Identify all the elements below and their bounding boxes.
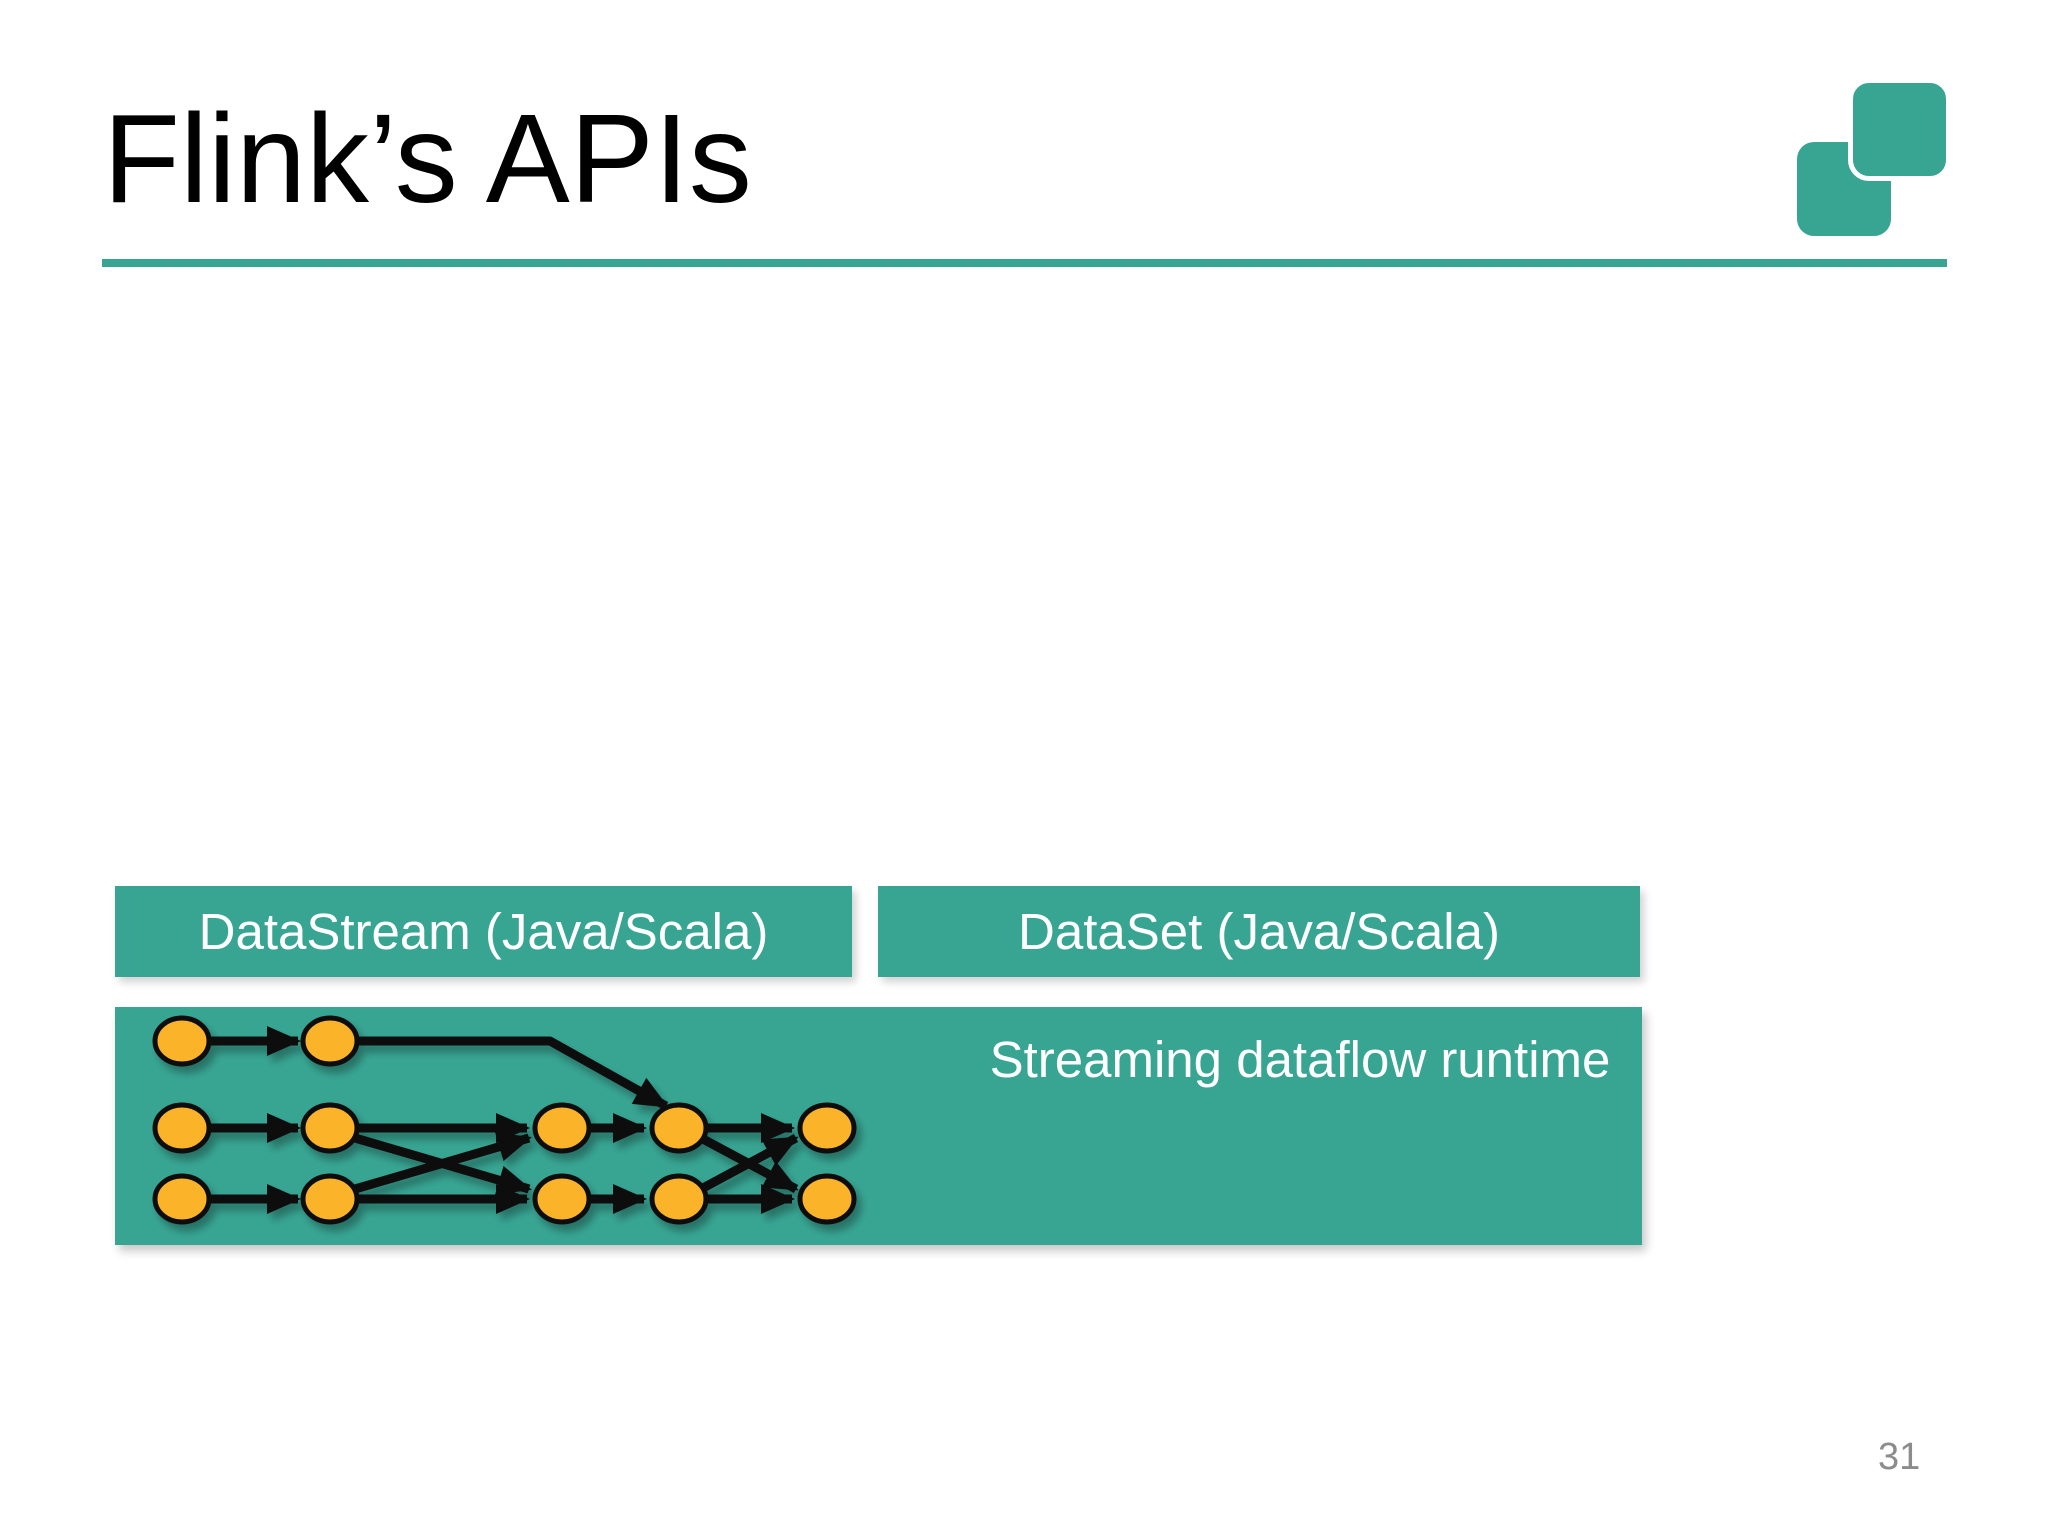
graph-node-mid-3 [532,1173,592,1225]
graph-node-agg-2 [649,1102,709,1154]
graph-node-src-1 [152,1015,212,1067]
runtime-box: Streaming dataflow runtime [115,1007,1642,1245]
dataset-api-box: DataSet (Java/Scala) [878,886,1640,977]
graph-node-src-3 [152,1173,212,1225]
datastream-api-box: DataStream (Java/Scala) [115,886,852,977]
graph-node-snk-2 [797,1102,857,1154]
graph-node-mid-2 [532,1102,592,1154]
dataset-api-label: DataSet (Java/Scala) [1018,903,1500,960]
graph-edge-op-3-mid-2 [353,1132,532,1194]
page-title: Flink’s APIs [103,88,752,229]
page-number: 31 [1878,1436,1921,1478]
graph-node-op-2 [300,1102,360,1154]
graph-edge-op-1-agg-2 [357,1036,669,1110]
runtime-label: Streaming dataflow runtime [989,1031,1611,1088]
graph-node-agg-3 [649,1173,709,1225]
graph-edge-agg-3-snk-2 [700,1134,799,1192]
logo-square-front-icon [1848,78,1951,181]
title-underline-rule [102,259,1947,267]
graph-node-src-2 [152,1102,212,1154]
datastream-api-label: DataStream (Java/Scala) [198,903,769,960]
graph-node-snk-3 [797,1173,857,1225]
graph-node-op-3 [300,1173,360,1225]
graph-node-op-1 [300,1015,360,1067]
dataflow-graph [152,1015,857,1225]
